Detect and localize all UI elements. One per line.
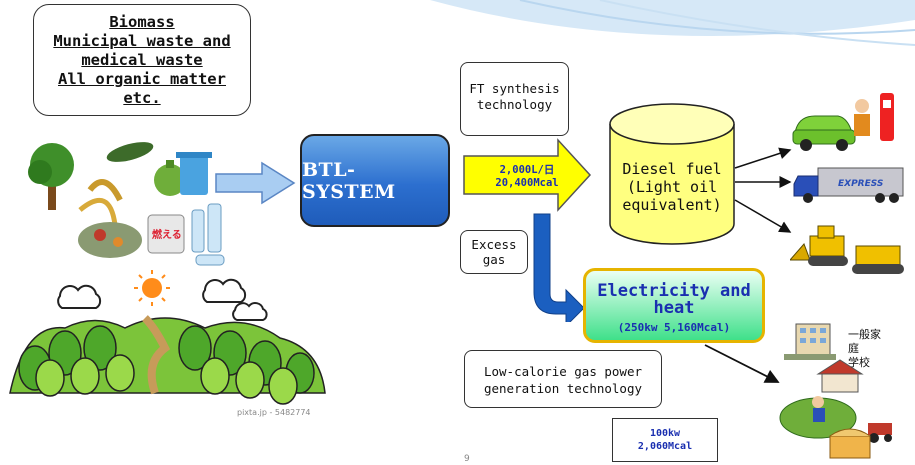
diesel-line-3: equivalent) [622, 196, 722, 214]
diesel-cylinder [609, 103, 735, 245]
excess-gas-box: Excess gas [460, 230, 528, 274]
forest-trees-icon [9, 315, 326, 405]
farm-icon [779, 396, 892, 443]
ft-technology-box: FT synthesis technology [460, 62, 569, 136]
consumers-line-1: 一般家 [848, 328, 881, 341]
electricity-title-line-1: Electricity and [597, 281, 751, 301]
page-number: 9 [464, 454, 470, 464]
fuel-output-label: 2,000L/日 20,400Mcal [482, 164, 572, 190]
burnable-bag-icon: 燃える [147, 214, 185, 254]
garbage-bag-icon [154, 160, 186, 196]
consumers-label: 一般家 庭 学校 [848, 328, 881, 370]
ft-line-2: technology [476, 97, 553, 112]
bottles-icon [191, 203, 225, 266]
small-output-box: 100kw 2,060Mcal [612, 418, 718, 462]
bulldozer-icon [790, 225, 904, 274]
vehicles-illustration: EXPRESS [790, 93, 904, 274]
consumers-line-2: 庭 [848, 342, 859, 355]
forest-illustration: pixta.jp - 5482774 [9, 270, 326, 417]
feedstock-box: Biomass Municipal waste and medical wast… [33, 4, 251, 116]
fuel-arrow [463, 138, 592, 212]
consumers-line-3: 学校 [848, 356, 870, 369]
apartment-icon [784, 323, 836, 360]
diesel-label: Diesel fuel (Light oil equivalent) [612, 160, 732, 214]
small-output-line-1: 100kw [649, 428, 681, 439]
truck-label: EXPRESS [838, 179, 883, 189]
feedstock-line-2: Municipal waste and [53, 32, 231, 50]
small-output-line-2: 2,060Mcal [637, 441, 693, 452]
electricity-subtitle: (250kw 5,160Mcal) [617, 321, 731, 334]
diesel-line-1: Diesel fuel [622, 160, 722, 178]
feedstock-line-3: medical waste [81, 51, 203, 69]
excess-gas-arrow [533, 213, 585, 322]
diesel-line-2: (Light oil [626, 178, 718, 196]
feedstock-illustration: 燃える [28, 142, 225, 266]
trash-can-icon [176, 152, 212, 195]
electricity-arrow [704, 344, 780, 383]
excess-gas-line-2: gas [482, 252, 506, 267]
greenhouse-icon [829, 428, 871, 459]
food-waste-icon [78, 222, 142, 258]
tree-icon [28, 143, 74, 210]
wheat-icon [78, 179, 123, 226]
btl-system-label: BTL-SYSTEM [302, 158, 396, 203]
sun-icon [134, 270, 170, 306]
lowcal-line-1: Low-calorie gas power [483, 364, 643, 379]
excess-gas-line-1: Excess [471, 237, 517, 252]
feedstock-line-1: Biomass [109, 13, 175, 31]
express-truck-icon: EXPRESS [793, 167, 904, 203]
lowcal-line-2: generation technology [483, 381, 643, 396]
car-refuel-icon [792, 93, 894, 151]
fuel-output-line-2: 20,400Mcal [495, 177, 559, 189]
electricity-title-line-2: heat [653, 298, 695, 318]
fuel-output-line-1: 2,000L/日 [499, 164, 555, 176]
ft-line-1: FT synthesis [469, 81, 560, 96]
cloud-icon [57, 278, 268, 321]
burnable-label: 燃える [152, 228, 182, 241]
watermark-text: pixta.jp - 5482774 [237, 408, 311, 417]
school-icon [816, 359, 864, 393]
header-swoosh [430, 0, 915, 46]
input-arrow [215, 161, 296, 205]
leaves-icon [106, 142, 154, 162]
feedstock-line-4: All organic matter [58, 70, 226, 88]
btl-system-box: BTL-SYSTEM [300, 134, 450, 227]
diesel-arrows [734, 147, 792, 233]
lowcal-technology-box: Low-calorie gas power generation technol… [464, 350, 662, 408]
electricity-heat-box: Electricity and heat (250kw 5,160Mcal) [583, 268, 765, 343]
consumers-illustration [779, 323, 892, 459]
feedstock-line-5: etc. [123, 89, 161, 107]
